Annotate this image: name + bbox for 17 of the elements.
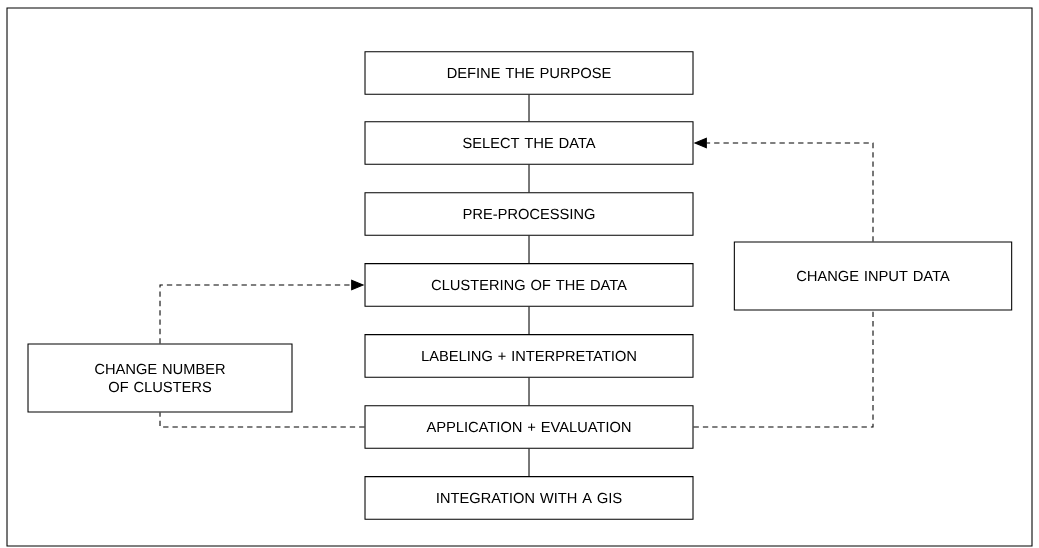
process-box: PRE-PROCESSING [364,192,694,236]
connector-line [693,310,874,428]
process-box: LABELING + INTERPRETATION [364,334,694,378]
connector-line [528,448,530,477]
process-box: CHANGE NUMBER OF CLUSTERS [27,343,293,413]
process-box: APPLICATION + EVALUATION [364,405,694,449]
connector-line [528,164,530,193]
process-box: CLUSTERING OF THE DATA [364,263,694,307]
connector-line [528,377,530,406]
process-box: DEFINE THE PURPOSE [364,51,694,95]
connector-line [528,235,530,264]
connector-line [528,306,530,335]
connector-line [528,94,530,122]
process-box: CHANGE INPUT DATA [733,241,1013,311]
process-box: INTEGRATION WITH A GIS [364,476,694,520]
process-box: SELECT THE DATA [364,121,694,165]
connector-line [159,412,365,428]
